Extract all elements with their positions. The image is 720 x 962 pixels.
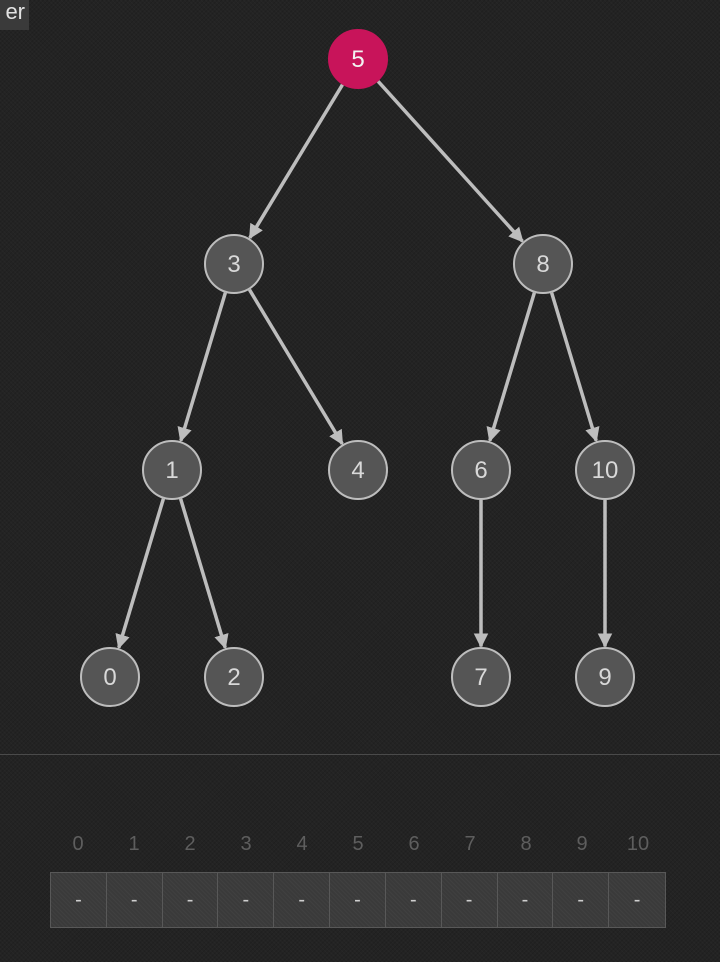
nodes-layer: 5 3 8 1 4 6 10 0 2 7 9 — [80, 29, 635, 707]
array-index-6: 6 — [408, 833, 420, 855]
tree-node-2[interactable]: 2 — [204, 647, 264, 707]
edge-5-to-8 — [376, 80, 524, 243]
tree-node-3[interactable]: 3 — [204, 234, 264, 294]
node-circle — [575, 440, 635, 500]
edge-1-to-2 — [178, 498, 229, 650]
array-cell-1: - — [107, 873, 163, 927]
node-label: 3 — [227, 251, 240, 278]
node-label: 6 — [474, 457, 487, 484]
tree-node-4[interactable]: 4 — [328, 440, 388, 500]
array-index-row: 0 1 2 3 4 5 6 7 8 9 10 — [50, 830, 666, 858]
node-label: 7 — [474, 664, 487, 691]
array-cell-0: - — [51, 873, 107, 927]
array-index-9: 9 — [576, 833, 588, 855]
array-cell-2: - — [163, 873, 219, 927]
tree-node-10[interactable]: 10 — [575, 440, 635, 500]
edges-layer — [115, 80, 613, 650]
tree-diagram: 5 3 8 1 4 6 10 0 2 7 9 — [80, 29, 635, 707]
array-index-0: 0 — [72, 833, 84, 855]
node-label: 10 — [592, 457, 619, 484]
node-label: 0 — [103, 664, 116, 691]
node-label: 2 — [227, 664, 240, 691]
array-index-8: 8 — [520, 833, 532, 855]
node-circle — [451, 440, 511, 500]
tree-node-6[interactable]: 6 — [451, 440, 511, 500]
node-circle — [80, 647, 140, 707]
array-index-5: 5 — [352, 833, 364, 855]
partial-title-tag: er — [0, 0, 29, 30]
edge-3-to-1 — [177, 292, 228, 443]
tree-node-8[interactable]: 8 — [513, 234, 573, 294]
node-circle — [328, 440, 388, 500]
array-cell-10: - — [633, 889, 641, 911]
tree-node-5[interactable]: 5 — [328, 29, 388, 89]
tree-node-7[interactable]: 7 — [451, 647, 511, 707]
partial-title-text: er — [5, 0, 25, 24]
edge-1-to-0 — [115, 498, 166, 650]
array-index-4: 4 — [296, 833, 308, 855]
array-index-10: 10 — [626, 833, 650, 855]
node-label: 4 — [351, 457, 364, 484]
node-circle — [575, 647, 635, 707]
node-circle — [513, 234, 573, 294]
array-cell-5: - — [330, 873, 386, 927]
array-index-3: 3 — [240, 833, 252, 855]
array-cell-9: - — [553, 873, 610, 927]
array-cell-6: - — [386, 873, 442, 927]
edge-8-to-6 — [486, 292, 537, 443]
array-value-row: ----------- — [50, 872, 666, 928]
node-circle — [204, 234, 264, 294]
node-circle — [451, 647, 511, 707]
edge-8-to-10 — [549, 292, 600, 443]
array-cell-3: - — [218, 873, 275, 927]
node-circle — [204, 647, 264, 707]
node-label: 9 — [598, 664, 611, 691]
array-index-2: 2 — [184, 833, 196, 855]
section-divider — [0, 754, 720, 755]
node-label: 5 — [351, 46, 364, 73]
tree-node-0[interactable]: 0 — [80, 647, 140, 707]
array-index-1: 1 — [128, 833, 140, 855]
tree-node-9[interactable]: 9 — [575, 647, 635, 707]
array-cell-8: - — [498, 873, 554, 927]
edge-3-to-4 — [247, 288, 344, 446]
array-index-7: 7 — [464, 833, 476, 855]
node-label: 1 — [165, 457, 178, 484]
array-cell-7: - — [442, 873, 498, 927]
node-label: 8 — [536, 251, 549, 278]
tree-node-1[interactable]: 1 — [142, 440, 202, 500]
node-circle — [142, 440, 202, 500]
node-circle — [328, 29, 388, 89]
edge-5-to-3 — [248, 83, 344, 240]
array-cell-4: - — [274, 873, 331, 927]
